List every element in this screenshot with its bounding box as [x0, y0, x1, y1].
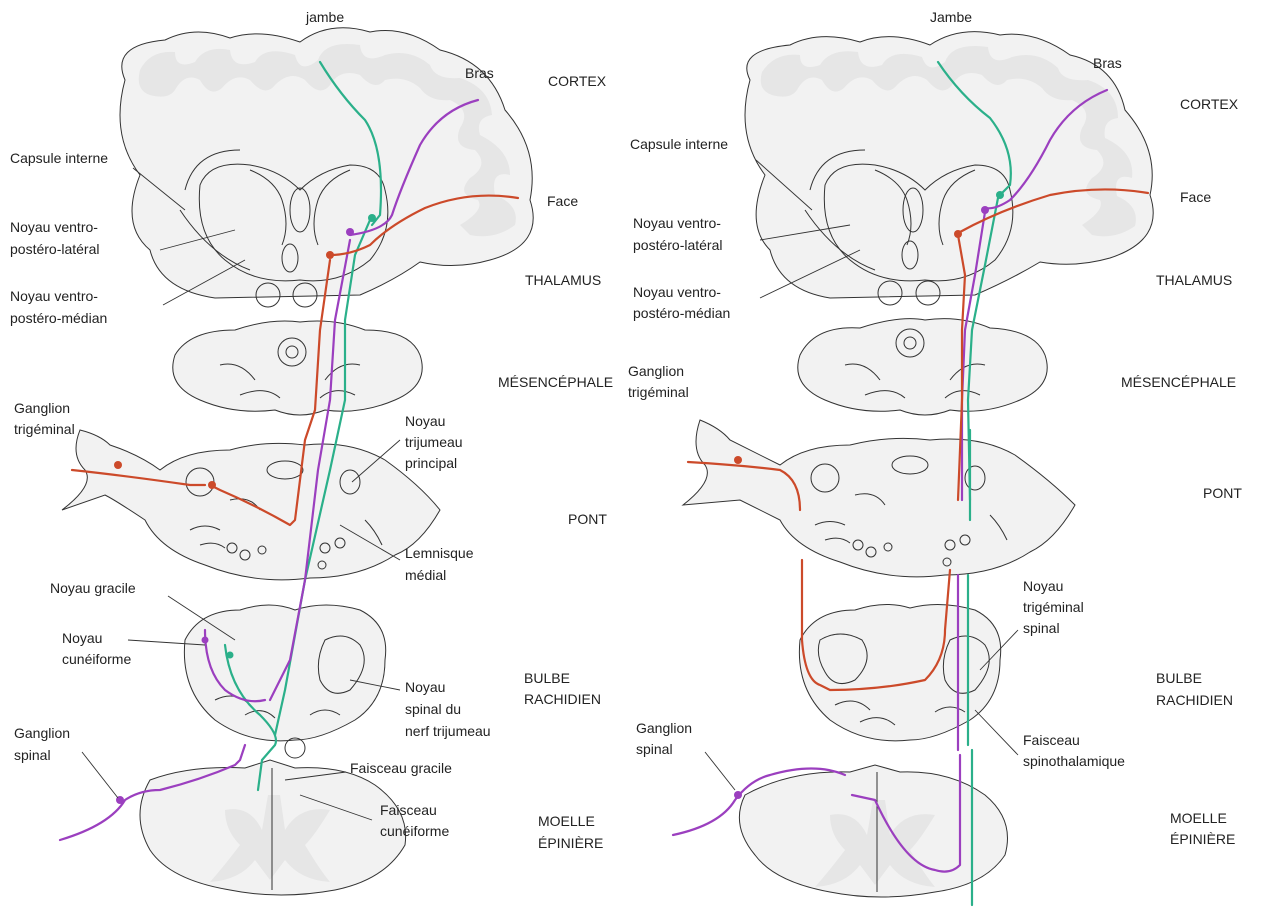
label-vpl-line1: Noyau ventro-	[10, 219, 98, 235]
level-moelle-right-line2: ÉPINIÈRE	[1170, 831, 1235, 847]
left-face-soma	[326, 251, 334, 259]
level-cortex-right: CORTEX	[1180, 96, 1239, 112]
right-medulla-section	[799, 604, 1000, 740]
label-faisceau-gracile: Faisceau gracile	[350, 760, 452, 776]
label-cuneiforme-line2: cunéiforme	[62, 651, 131, 667]
right-ganglion-trig-soma	[734, 456, 742, 464]
label-vpm-right-line2: postéro-médian	[633, 305, 730, 321]
label-ganglion-spinal-line2: spinal	[14, 747, 51, 763]
label-spinal-trij-line2: spinal du	[405, 701, 461, 717]
label-bras-right: Bras	[1093, 55, 1122, 71]
left-spinal-cord-section	[140, 760, 406, 895]
label-jambe-right: Jambe	[930, 9, 972, 25]
level-pont-right: PONT	[1203, 485, 1242, 501]
label-faisceau-cuneiforme-line2: cunéiforme	[380, 823, 449, 839]
label-faisceau-st-line2: spinothalamique	[1023, 753, 1125, 769]
label-vpm-line2: postéro-médian	[10, 310, 107, 326]
label-ganglion-trig-right-line1: Ganglion	[628, 363, 684, 379]
left-trigeminal-soma	[208, 481, 216, 489]
label-noyau-trij-line3: principal	[405, 455, 457, 471]
level-moelle-line2: ÉPINIÈRE	[538, 835, 603, 851]
label-vpl-line2: postéro-latéral	[10, 241, 100, 257]
right-mesencephalon-section	[798, 319, 1047, 415]
label-spinal-trij-line1: Noyau	[405, 679, 445, 695]
label-lemnisque-line1: Lemnisque	[405, 545, 474, 561]
level-cortex: CORTEX	[548, 73, 607, 89]
right-pons-section	[683, 420, 1075, 577]
label-vpm-right-line1: Noyau ventro-	[633, 284, 721, 300]
label-ganglion-trig-line1: Ganglion	[14, 400, 70, 416]
label-vpl-right-line2: postéro-latéral	[633, 237, 723, 253]
level-thalamus: THALAMUS	[525, 272, 601, 288]
label-vpm-line1: Noyau ventro-	[10, 288, 98, 304]
level-moelle-right-line1: MOELLE	[1170, 810, 1227, 826]
right-ganglion-spinal-soma	[734, 791, 742, 799]
label-ganglion-spinal-right-line1: Ganglion	[636, 720, 692, 736]
label-noyau-gracile: Noyau gracile	[50, 580, 136, 596]
left-cuneate-soma	[202, 637, 209, 644]
label-face-right: Face	[1180, 189, 1211, 205]
label-trig-spinal-line3: spinal	[1023, 620, 1060, 636]
label-trig-spinal-line1: Noyau	[1023, 578, 1063, 594]
right-arm-soma	[981, 206, 989, 214]
label-capsule-interne: Capsule interne	[10, 150, 108, 166]
label-vpl-right-line1: Noyau ventro-	[633, 215, 721, 231]
left-arm-soma	[346, 228, 354, 236]
label-face: Face	[547, 193, 578, 209]
label-lemnisque-line2: médial	[405, 567, 446, 583]
label-ganglion-trig-right-line2: trigéminal	[628, 384, 689, 400]
level-bulbe-right-line1: BULBE	[1156, 670, 1202, 686]
label-faisceau-st-line1: Faisceau	[1023, 732, 1080, 748]
left-gracile-soma	[227, 652, 234, 659]
label-jambe: jambe	[305, 9, 344, 25]
right-cerebrum-section	[745, 32, 1153, 305]
right-face-soma	[954, 230, 962, 238]
label-ganglion-spinal-right-line2: spinal	[636, 741, 673, 757]
level-bulbe-right-line2: RACHIDIEN	[1156, 692, 1233, 708]
left-mesencephalon-section	[173, 321, 422, 415]
level-bulbe-line2: RACHIDIEN	[524, 691, 601, 707]
label-capsule-interne-right: Capsule interne	[630, 136, 728, 152]
right-spinal-cord-section	[739, 765, 1007, 897]
label-ganglion-trig-line2: trigéminal	[14, 421, 75, 437]
level-moelle-line1: MOELLE	[538, 813, 595, 829]
level-bulbe-line1: BULBE	[524, 670, 570, 686]
level-mesencephale-right: MÉSENCÉPHALE	[1121, 374, 1236, 390]
label-noyau-trij-line1: Noyau	[405, 413, 445, 429]
label-cuneiforme-line1: Noyau	[62, 630, 102, 646]
left-panel: jambe Bras Face Capsule interne Noyau ve…	[10, 9, 613, 895]
level-thalamus-right: THALAMUS	[1156, 272, 1232, 288]
right-panel: Jambe Bras Face Capsule interne Noyau ve…	[628, 9, 1242, 905]
label-trig-spinal-line2: trigéminal	[1023, 599, 1084, 615]
label-noyau-trij-line2: trijumeau	[405, 434, 463, 450]
left-leg-soma	[368, 214, 376, 222]
label-spinal-trij-line3: nerf trijumeau	[405, 723, 491, 739]
level-mesencephale: MÉSENCÉPHALE	[498, 374, 613, 390]
left-ganglion-trig-soma	[114, 461, 122, 469]
label-faisceau-cuneiforme-line1: Faisceau	[380, 802, 437, 818]
label-ganglion-spinal-line1: Ganglion	[14, 725, 70, 741]
level-pont: PONT	[568, 511, 607, 527]
right-leg-soma	[996, 191, 1004, 199]
label-bras: Bras	[465, 65, 494, 81]
